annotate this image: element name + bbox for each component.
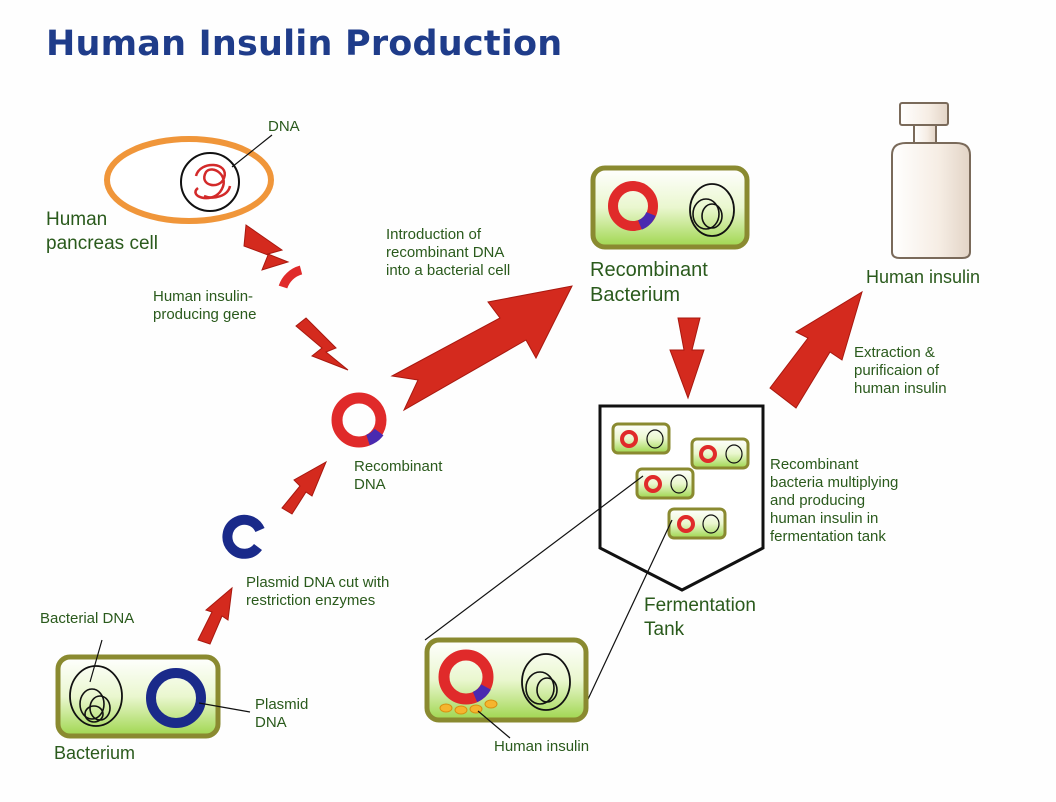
arrow-bacterium-to-plasmid [197,586,233,645]
recombinant-bacterium-label: Recombinant Bacterium [590,258,708,308]
bacterium-label: Bacterium [54,743,136,763]
insulin-leader [477,710,511,739]
recombinant-dna-label: Recombinant DNA [354,458,442,494]
plasmid-cut-label-line1: Plasmid DNA cut with [246,574,390,591]
pancreas-cell-label: Human pancreas cell [46,208,158,256]
insulin-gene-label-line1: Human insulin- [153,288,254,305]
multiplying-label-line3: and producing [770,492,866,509]
arrow-gene-to-recombinant [295,317,349,371]
recombinant-bacterium-cell [590,165,750,250]
recombinant-bacterium-label-line1: Recombinant [590,259,708,281]
plasmid-dna-label-line2: DNA [255,714,287,731]
extraction-label-line2: purificaion of [854,362,940,379]
plasmid-dna-label-line1: Plasmid [255,696,309,713]
dna-label: DNA [268,118,300,135]
cut-plasmid-ring [222,514,265,559]
pancreas-cell [104,136,274,224]
introduction-label-line1: Introduction of [386,226,482,243]
zoom-line-right [581,519,673,713]
pancreas-cell-label-line2: pancreas cell [46,232,158,254]
fermentation-tank-label-line2: Tank [644,618,685,640]
arrow-pancreas-to-gene [243,224,290,271]
plasmid-cut-label: Plasmid DNA cut with restriction enzymes [246,574,389,610]
multiplying-label-line2: bacteria multiplying [770,474,899,491]
multiplying-label-line4: human insulin in [770,510,879,527]
insulin-gene-label: Human insulin- producing gene [153,288,256,324]
extraction-label-line3: human insulin [854,380,947,397]
human-insulin-bottle-label: Human insulin [866,267,981,287]
zoom-line-left [424,475,644,641]
plasmid-cut-label-line2: restriction enzymes [246,592,376,609]
dna-leader-line [231,134,273,168]
insulin-gene-fragment [278,265,303,289]
arrow-plasmid-to-recombinant [281,460,328,515]
arrow-to-fermentation [669,317,705,400]
insulin-gene-label-line2: producing gene [153,306,257,323]
insulin-bottle [891,102,971,259]
recombinant-dna-ring [331,392,387,448]
bacterium-cell [55,654,221,739]
plasmid-dna-leader [198,702,251,713]
arrow-introduction [390,285,573,412]
recombinant-dna-label-line1: Recombinant [354,458,443,475]
introduction-label-line2: recombinant DNA [386,244,505,261]
zoomed-bacterium-cell [424,637,589,723]
multiplying-label: Recombinant bacteria multiplying and pro… [770,456,898,546]
plasmid-dna-label: Plasmid DNA [255,696,308,732]
fermentation-tank [598,404,765,592]
extraction-label-line1: Extraction & [854,344,935,361]
diagram-title: Human Insulin Production [46,24,563,64]
arrow-extraction [769,290,863,409]
introduction-label-line3: into a bacterial cell [386,262,511,279]
recombinant-dna-label-line2: DNA [354,476,386,493]
fermentation-tank-label-line1: Fermentation [644,595,756,616]
pancreas-cell-label-line1: Human [46,209,108,230]
multiplying-label-line5: fermentation tank [770,528,886,545]
recombinant-bacterium-label-line2: Bacterium [590,284,681,306]
introduction-label: Introduction of recombinant DNA into a b… [386,226,510,280]
bacterial-dna-label: Bacterial DNA [40,610,135,627]
fermentation-tank-label: Fermentation Tank [644,594,756,642]
human-insulin-small-label: Human insulin [494,738,590,755]
multiplying-label-line1: Recombinant [770,456,859,473]
extraction-label: Extraction & purificaion of human insuli… [854,344,947,398]
bacterial-dna-leader [89,639,103,683]
